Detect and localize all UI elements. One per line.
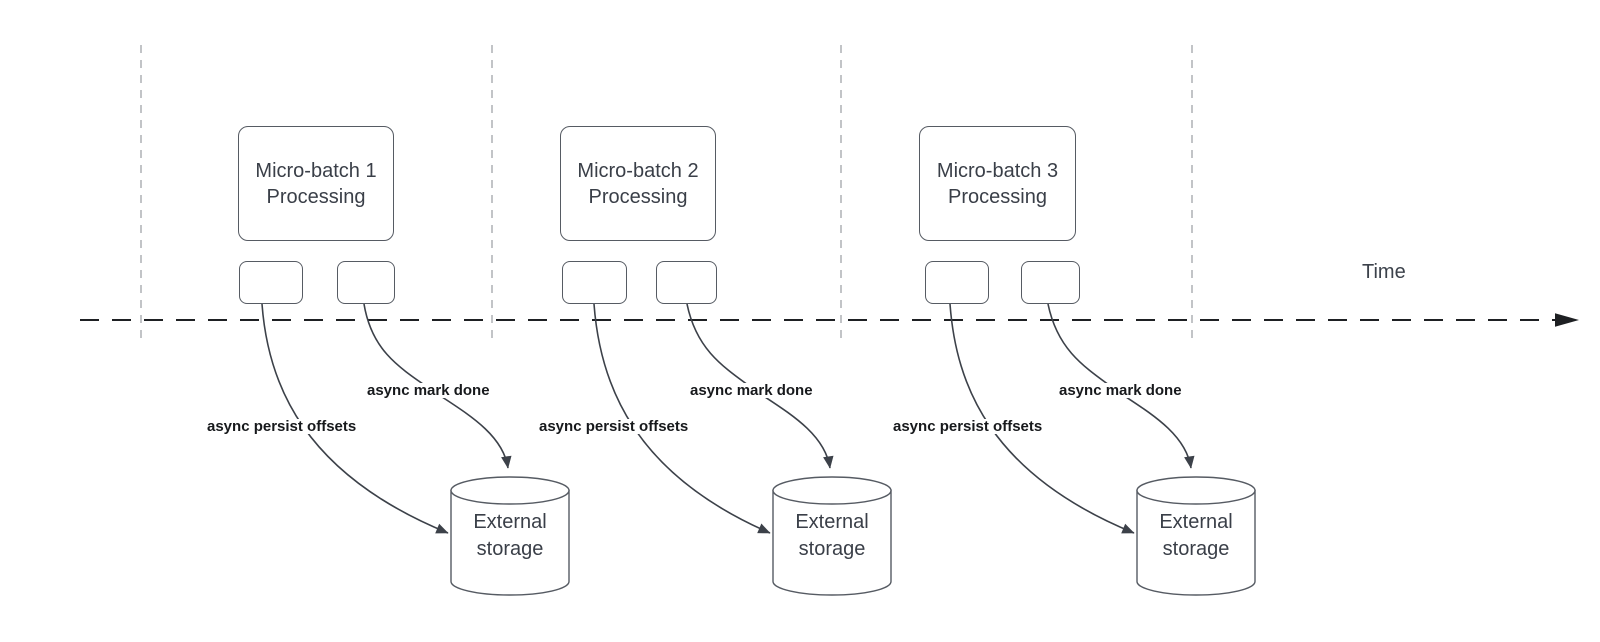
external-storage-label: External storage <box>473 511 547 560</box>
commit-task-box <box>337 261 395 304</box>
persist-offsets-label: async persist offsets <box>891 418 1045 435</box>
commit-task-box <box>1021 261 1080 304</box>
external-storage-label: External storage <box>1159 511 1233 560</box>
process-box: Micro-batch 1 Processing <box>238 126 394 241</box>
commit-task-box <box>656 261 717 304</box>
mark-done-label: async mark done <box>688 382 815 399</box>
external-storage-cylinder-3 <box>1136 476 1256 596</box>
time-axis-arrowhead-icon <box>1555 313 1579 327</box>
external-storage-label: External storage <box>795 511 869 560</box>
offset-task-box <box>562 261 627 304</box>
process-box: Micro-batch 3 Processing <box>919 126 1076 241</box>
external-storage-cylinder-1 <box>450 476 570 596</box>
persist-offsets-label: async persist offsets <box>537 418 691 435</box>
persist-offsets-label: async persist offsets <box>205 418 359 435</box>
external-storage-cylinder-2 <box>772 476 892 596</box>
offset-task-box <box>925 261 989 304</box>
mark-done-label: async mark done <box>1057 382 1184 399</box>
time-axis-label: Time <box>1362 261 1406 283</box>
process-box: Micro-batch 2 Processing <box>560 126 716 241</box>
offset-task-box <box>239 261 303 304</box>
mark-done-label: async mark done <box>365 382 492 399</box>
